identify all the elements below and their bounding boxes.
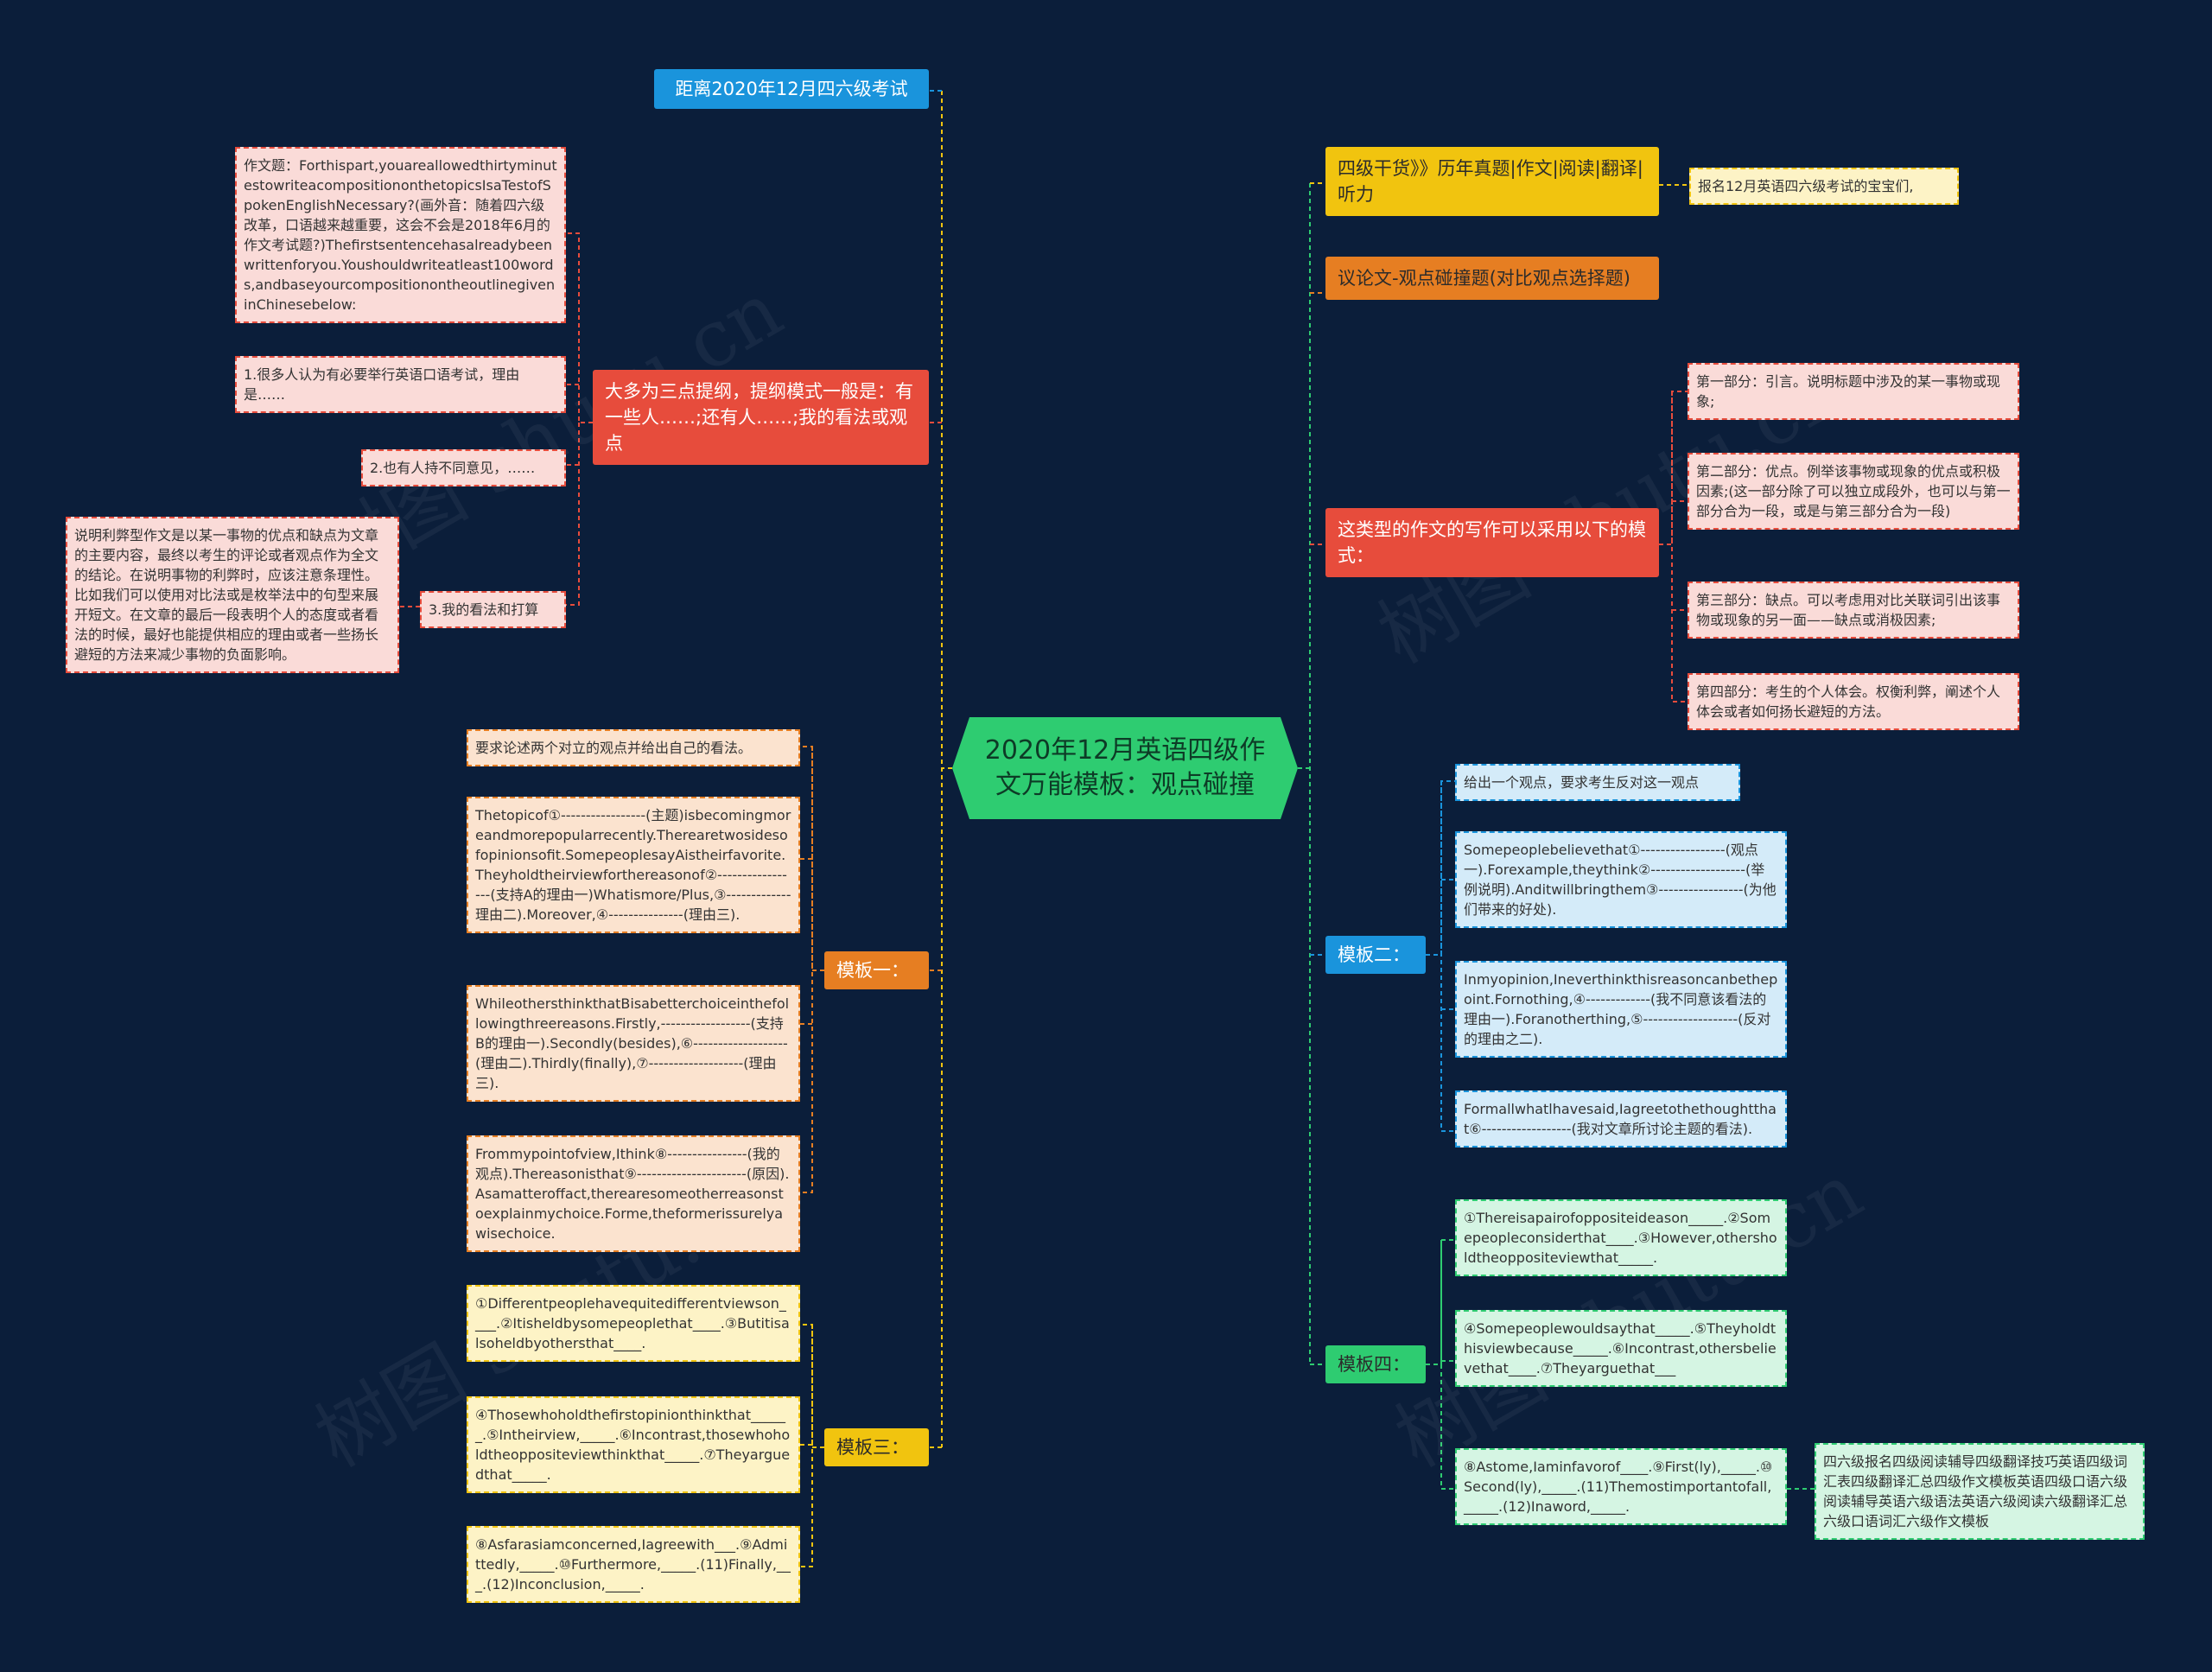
argument-essay-node[interactable]: 议论文-观点碰撞题(对比观点选择题) bbox=[1325, 257, 1659, 300]
pros-cons-note[interactable]: 说明利弊型作文是以某一事物的优点和缺点为文章的主要内容，最终以考生的评论或者观点… bbox=[66, 517, 399, 673]
template-4-item[interactable]: ①Thereisapairofoppositeideason_____.②Som… bbox=[1455, 1199, 1787, 1276]
pattern-part-4[interactable]: 第四部分：考生的个人体会。权衡利弊，阐述个人体会或者如何扬长避短的方法。 bbox=[1688, 673, 2019, 730]
template-4-node[interactable]: 模板四： bbox=[1325, 1345, 1426, 1383]
template-1-item[interactable]: WhileothersthinkthatBisabetterchoiceinth… bbox=[467, 985, 800, 1102]
template-2-node[interactable]: 模板二： bbox=[1325, 936, 1426, 974]
template-2-item[interactable]: Inmyopinion,Ineverthinkthisreasoncanbeth… bbox=[1455, 961, 1787, 1058]
cet-links-note[interactable]: 四六级报名四级阅读辅导四级翻译技巧英语四级词汇表四级翻译汇总四级作文模板英语四级… bbox=[1815, 1443, 2145, 1540]
template-1-node[interactable]: 模板一： bbox=[824, 951, 929, 989]
writing-pattern-node[interactable]: 这类型的作文的写作可以采用以下的模式： bbox=[1325, 508, 1659, 577]
pattern-part-2[interactable]: 第二部分：优点。例举该事物或现象的优点或积极因素;(这一部分除了可以独立成段外，… bbox=[1688, 453, 2019, 530]
template-2-item[interactable]: Formallwhatlhavesaid,Iagreetothethoughtt… bbox=[1455, 1090, 1787, 1148]
template-4-item[interactable]: ⑧Astome,Iaminfavorof____.⑨First(ly),____… bbox=[1455, 1448, 1787, 1525]
pattern-part-1[interactable]: 第一部分：引言。说明标题中涉及的某一事物或现象; bbox=[1688, 363, 2019, 420]
template-4-item[interactable]: ④Somepeoplewouldsaythat_____.⑤Theyholdth… bbox=[1455, 1310, 1787, 1387]
template-3-item[interactable]: ⑧Asfarasiamconcerned,Iagreewith___.⑨Admi… bbox=[467, 1526, 800, 1603]
outline-node[interactable]: 大多为三点提纲，提纲模式一般是：有一些人……;还有人……;我的看法或观点 bbox=[593, 370, 929, 465]
pattern-part-3[interactable]: 第三部分：缺点。可以考虑用对比关联词引出该事物或现象的另一面——缺点或消极因素; bbox=[1688, 582, 2019, 639]
template-2-item[interactable]: 给出一个观点，要求考生反对这一观点 bbox=[1455, 764, 1740, 801]
template-3-node[interactable]: 模板三： bbox=[824, 1428, 929, 1466]
cet4-resources-note[interactable]: 报名12月英语四六级考试的宝宝们, bbox=[1689, 168, 1959, 205]
outline-point-3[interactable]: 3.我的看法和打算 bbox=[420, 591, 566, 628]
essay-prompt-leaf[interactable]: 作文题：Forthispart,youareallowedthirtyminut… bbox=[235, 147, 566, 323]
template-1-item[interactable]: Thetopicof①-----------------(主题)isbecomi… bbox=[467, 797, 800, 933]
template-3-item[interactable]: ①Differentpeoplehavequitedifferentviewso… bbox=[467, 1285, 800, 1362]
cet4-resources-node[interactable]: 四级干货》》历年真题|作文|阅读|翻译|听力 bbox=[1325, 147, 1659, 216]
exam-countdown-node[interactable]: 距离2020年12月四六级考试 bbox=[654, 69, 929, 109]
template-3-item[interactable]: ④Thosewhoholdthefirstopinionthinkthat___… bbox=[467, 1396, 800, 1493]
template-2-item[interactable]: Somepeoplebelievethat①-----------------(… bbox=[1455, 831, 1787, 928]
outline-point-1[interactable]: 1.很多人认为有必要举行英语口语考试，理由是…… bbox=[235, 356, 566, 413]
template-1-item[interactable]: 要求论述两个对立的观点并给出自己的看法。 bbox=[467, 729, 800, 766]
outline-point-2[interactable]: 2.也有人持不同意见，…… bbox=[361, 449, 566, 486]
template-1-item[interactable]: Frommypointofview,Ithink⑧---------------… bbox=[467, 1135, 800, 1252]
root-topic[interactable]: 2020年12月英语四级作文万能模板：观点碰撞 bbox=[952, 717, 1298, 819]
